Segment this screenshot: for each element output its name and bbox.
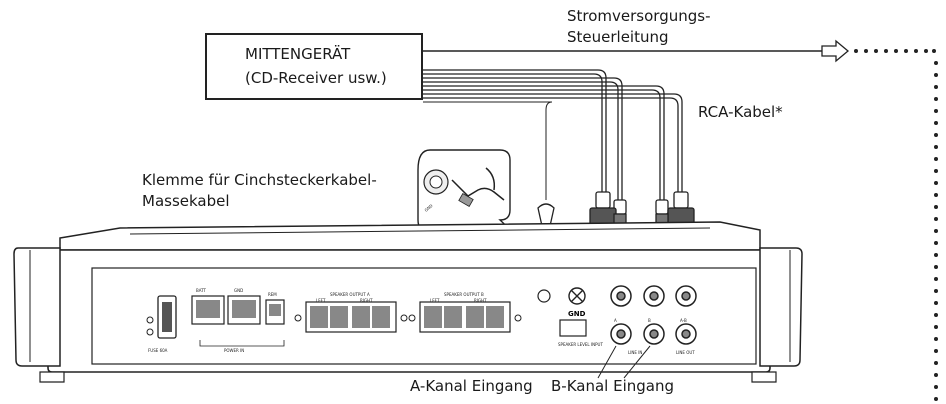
speaker-output-b (408, 301, 522, 333)
a-channel-input-label: A-Kanal Eingang (410, 377, 533, 395)
channel-b-mark: B (648, 318, 651, 323)
registered-mark (537, 289, 551, 303)
rca-jacks (610, 285, 697, 345)
ground-terminal-label-line2: Massekabel (142, 192, 230, 210)
power-terminals (191, 295, 285, 347)
speaker-level-input-label: SPEAKER LEVEL INPUT (558, 342, 603, 347)
power-in-label: POWER IN (224, 348, 244, 353)
power-control-label-line1: Stromversorgungs- (567, 7, 711, 25)
speaker-output-a-label: SPEAKER OUTPUT A (330, 292, 370, 297)
rca-cable-label: RCA-Kabel* (698, 103, 783, 121)
arrow-right-icon (821, 39, 850, 63)
right-label-b: RIGHT (474, 298, 487, 303)
batt-label: BATT (196, 288, 207, 293)
left-label-a: LEFT (316, 298, 326, 303)
speaker-output-a (294, 301, 408, 333)
left-label-b: LEFT (430, 298, 440, 303)
head-unit-subtitle: (CD-Receiver usw.) (245, 69, 387, 87)
rca-cables (423, 69, 683, 200)
fuse-holder (146, 295, 177, 339)
power-control-label-line2: Steuerleitung (567, 28, 669, 46)
amp-gnd-terminal (568, 287, 586, 305)
channel-ab-mark: A-B (680, 318, 687, 323)
line-in-label: LINE IN (628, 350, 642, 355)
dotted-line (854, 49, 938, 401)
speaker-output-b-label: SPEAKER OUTPUT B (444, 292, 484, 297)
gnd-label: GND (234, 288, 243, 293)
amplifier (13, 221, 803, 383)
right-label-a: RIGHT (360, 298, 373, 303)
rem-label: REM (268, 292, 277, 297)
channel-a-mark: A (614, 318, 617, 323)
head-unit-title: MITTENGERÄT (245, 45, 351, 63)
fuse-label: FUSE 60A (148, 348, 168, 353)
b-channel-input-label: B-Kanal Eingang (551, 377, 674, 395)
speaker-level-input-jack (559, 319, 587, 337)
ground-terminal-label-line1: Klemme für Cinchsteckerkabel- (142, 171, 377, 189)
power-control-line (423, 39, 938, 401)
svg-text:GND: GND (423, 203, 433, 213)
amp-gnd-label: GND (568, 310, 586, 318)
head-unit-box: MITTENGERÄT (CD-Receiver usw.) (205, 33, 423, 100)
line-out-label: LINE OUT (676, 350, 695, 355)
rca-plugs-upper (589, 191, 695, 227)
